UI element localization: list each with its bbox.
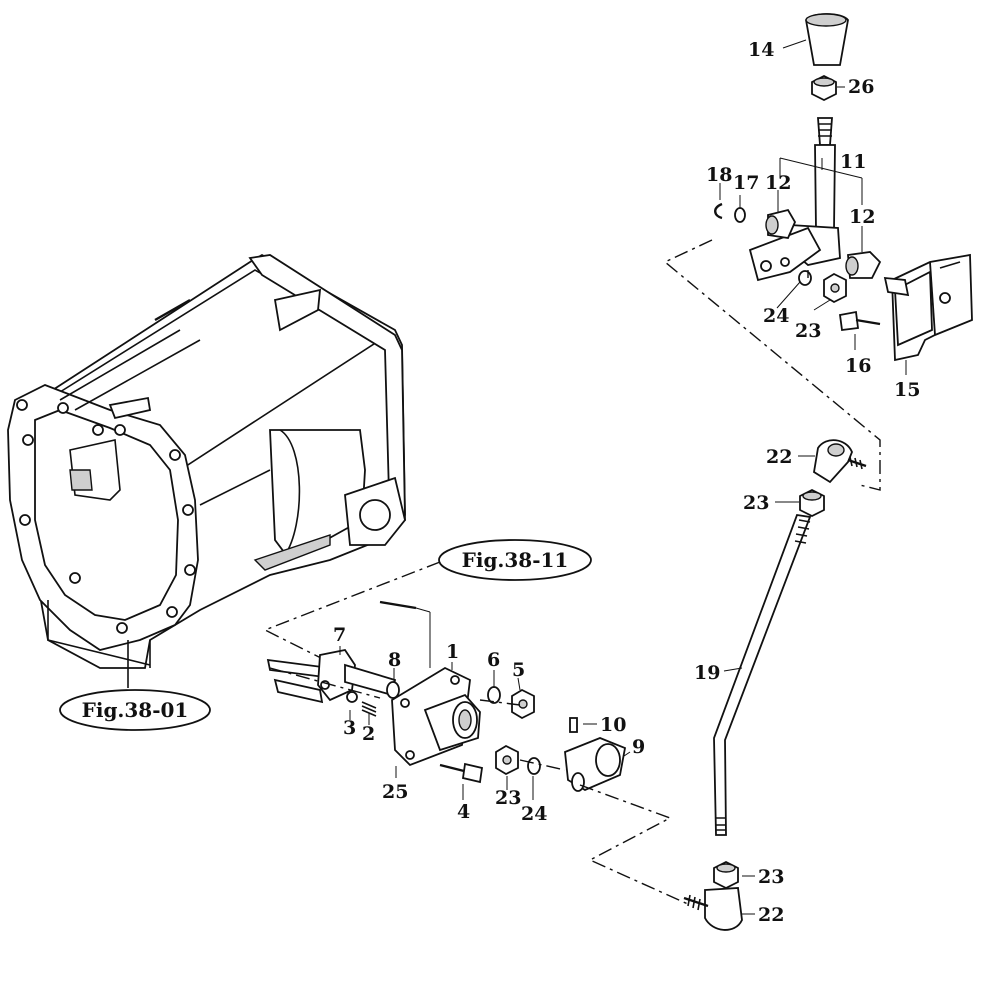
stud[interactable] [379,600,417,610]
callout-4: 4 [457,801,470,823]
callout-23d: 23 [495,787,521,809]
shift-shaft[interactable] [266,648,397,704]
bushing[interactable] [765,208,797,239]
callout-12b: 12 [849,206,875,228]
cover-plate[interactable] [391,666,481,767]
callout-16: 16 [845,355,871,377]
callout-1: 1 [446,641,459,663]
washer[interactable] [734,207,746,223]
lower-shift-assembly [266,600,691,906]
callout-26: 26 [848,76,874,98]
callout-7: 7 [333,624,346,646]
bolt[interactable] [838,310,881,332]
o-ring[interactable] [386,681,400,699]
nut[interactable] [799,488,825,518]
figref-housing-label: Fig.38-01 [82,698,189,722]
callout-11: 11 [840,151,866,173]
bolt[interactable] [439,762,484,784]
figref-housing[interactable]: Fig.38-01 [59,689,211,731]
callout-24a: 24 [763,305,789,327]
shift-lever-arm[interactable] [564,737,627,792]
callout-3: 3 [343,717,356,739]
callout-19: 19 [694,662,720,684]
ball-joint[interactable] [813,439,867,484]
callout-23b: 23 [743,492,769,514]
figref-link-label: Fig.38-11 [462,548,569,572]
nut[interactable] [713,860,739,890]
callout-14: 14 [748,39,774,61]
shift-rod-assembly [683,439,867,931]
callout-8: 8 [388,649,401,671]
callout-23a: 23 [795,320,821,342]
callout-17: 17 [733,172,759,194]
leader-lines [339,39,907,915]
bushing[interactable] [845,251,882,279]
callout-25: 25 [382,781,408,803]
shift-rod[interactable] [713,513,812,836]
ball-joint[interactable] [683,887,743,931]
nut[interactable] [811,74,837,102]
washer[interactable] [798,270,812,286]
transmission-housing [7,253,406,688]
nut[interactable] [511,688,535,720]
pin[interactable] [569,717,578,733]
callout-9: 9 [632,736,645,758]
callout-10: 10 [600,714,626,736]
shift-knob[interactable] [805,13,849,66]
nut[interactable] [495,744,519,776]
figref-link-dashline [263,561,441,661]
callout-numbers: 14 26 11 18 17 12 12 24 23 16 15 22 23 1… [333,39,920,926]
callout-2: 2 [362,723,375,745]
snap-ring[interactable] [714,202,723,220]
callout-24b: 24 [521,803,547,825]
shift-lever[interactable] [748,117,841,282]
flange-bolt-holes [16,399,196,634]
callout-23c: 23 [758,866,784,888]
figref-link[interactable]: Fig.38-11 [438,539,592,581]
callout-6: 6 [487,649,500,671]
lever-bracket[interactable] [883,253,973,362]
ball[interactable] [346,691,358,703]
callout-12a: 12 [765,172,791,194]
callout-22a: 22 [766,446,792,468]
callout-15: 15 [894,379,920,401]
washer[interactable] [527,757,541,775]
callout-22b: 22 [758,904,784,926]
upper-lever-assembly [663,13,973,491]
callout-5: 5 [512,659,525,681]
callout-18: 18 [706,164,732,186]
nut[interactable] [823,272,847,304]
